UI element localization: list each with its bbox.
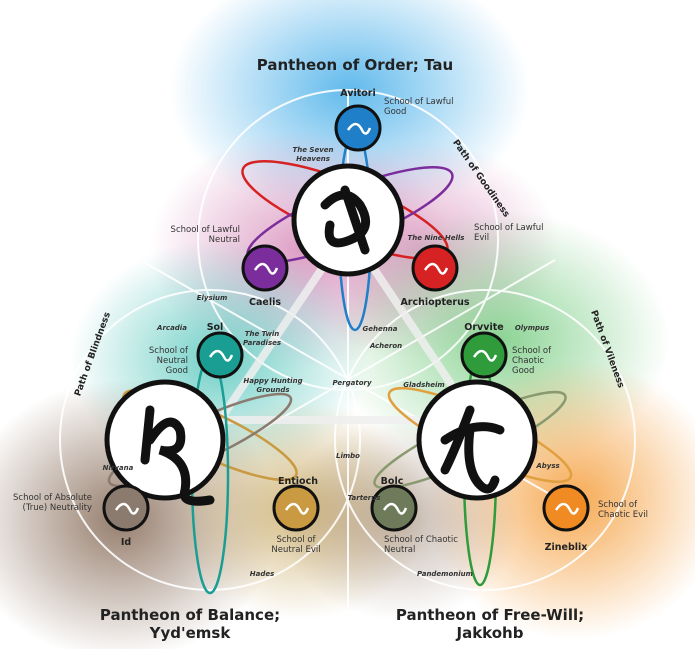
deity-nodes	[102, 104, 590, 532]
freewill-glyph-icon	[440, 405, 505, 494]
hub-freewill	[416, 379, 538, 501]
ring-freewill	[334, 289, 636, 591]
ring-balance	[59, 289, 361, 591]
deity-school: Chaotic Evil	[598, 510, 648, 520]
deity-name: Orvvite	[464, 322, 503, 333]
deity-glyph-icon	[382, 502, 408, 515]
deity-school: (True) Neutrality	[23, 503, 93, 513]
deity-name: Id	[121, 537, 131, 548]
deity-name: Sol	[207, 322, 224, 333]
realm-label: Hades	[250, 570, 275, 578]
deity-school: Evil	[474, 233, 489, 243]
deity-school: Good	[384, 107, 406, 117]
deity-glyph-icon	[253, 262, 279, 275]
deity-school: School of Lawful	[384, 97, 453, 107]
deity-glyph-icon	[284, 502, 310, 515]
deity-glyph-icon	[114, 502, 140, 515]
deity-school: Neutral	[384, 545, 415, 555]
balance-glyph-icon	[140, 405, 215, 506]
deity-school: School of	[149, 346, 189, 356]
realm-label: Pandemonium	[417, 570, 473, 578]
deity-glyph-icon	[472, 349, 498, 362]
deity-name: Zineblix	[545, 542, 588, 553]
hub-balance	[104, 379, 226, 506]
deity-school: Good	[512, 366, 534, 376]
connector-bands	[212, 222, 483, 424]
realm-label: Tarterus	[348, 494, 381, 502]
deity-school: Neutral Evil	[271, 545, 320, 555]
realm-label: Gehenna	[363, 325, 398, 333]
deity-glyph-icon	[423, 262, 449, 275]
deity-school: School of Lawful	[474, 223, 543, 233]
deity-school: School of Absolute	[13, 493, 92, 503]
realm-label: Acheron	[369, 342, 402, 350]
deity-school: School of	[512, 346, 552, 356]
deity-school: School of Chaotic	[384, 535, 458, 545]
deity-name: Archiopterus	[400, 297, 469, 308]
deity-school: Neutral	[209, 235, 240, 245]
deity-glyph-icon	[554, 502, 580, 515]
deity-node-id[interactable]	[102, 484, 150, 532]
deity-node-avitori[interactable]	[334, 104, 382, 152]
realm-label: Arcadia	[156, 324, 187, 332]
deity-node-zineblix[interactable]	[542, 484, 590, 532]
deity-school: Good	[166, 366, 188, 376]
deity-node-caelis[interactable]	[241, 244, 289, 292]
pantheon-freewill-title: Pantheon of Free-Will;	[396, 606, 584, 624]
realm-label: Olympus	[515, 324, 549, 332]
deity-school: School of	[598, 500, 638, 510]
pantheon-balance-title: Yyd'emsk	[149, 624, 232, 642]
deity-node-sol[interactable]	[196, 331, 244, 379]
order-glyph-icon	[320, 185, 371, 255]
realm-label: Abyss	[535, 462, 559, 470]
deity-glyph-icon	[346, 122, 372, 135]
deity-glyph-icon	[208, 349, 234, 362]
pantheon-balance-title: Pantheon of Balance;	[100, 606, 280, 624]
deity-node-entioch[interactable]	[272, 484, 320, 532]
deity-node-bolc[interactable]	[370, 484, 418, 532]
deity-school: Neutral	[157, 356, 188, 366]
realm-label: Elysium	[197, 294, 228, 302]
deity-name: Avitori	[340, 88, 375, 99]
deity-node-archiopterus[interactable]	[411, 244, 459, 292]
pantheon-order-title: Pantheon of Order; Tau	[257, 56, 453, 74]
pantheon-freewill-title: Jakkohb	[456, 624, 524, 642]
deity-name: Bolc	[381, 476, 404, 487]
deity-school: School of	[276, 535, 316, 545]
deity-name: Entioch	[278, 476, 318, 487]
realm-label: The Nine Hells	[408, 234, 465, 242]
realm-label: Limbo	[336, 452, 360, 460]
realm-label: Gladsheim	[403, 381, 444, 389]
hub-order	[291, 163, 405, 277]
deity-name: Caelis	[249, 297, 281, 308]
deity-school: Chaotic	[512, 356, 544, 366]
realm-label: Nirvana	[103, 464, 134, 472]
deity-node-orvvite[interactable]	[460, 331, 508, 379]
realm-label: Pergatory	[332, 379, 371, 387]
deity-school: School of Lawful	[171, 225, 240, 235]
